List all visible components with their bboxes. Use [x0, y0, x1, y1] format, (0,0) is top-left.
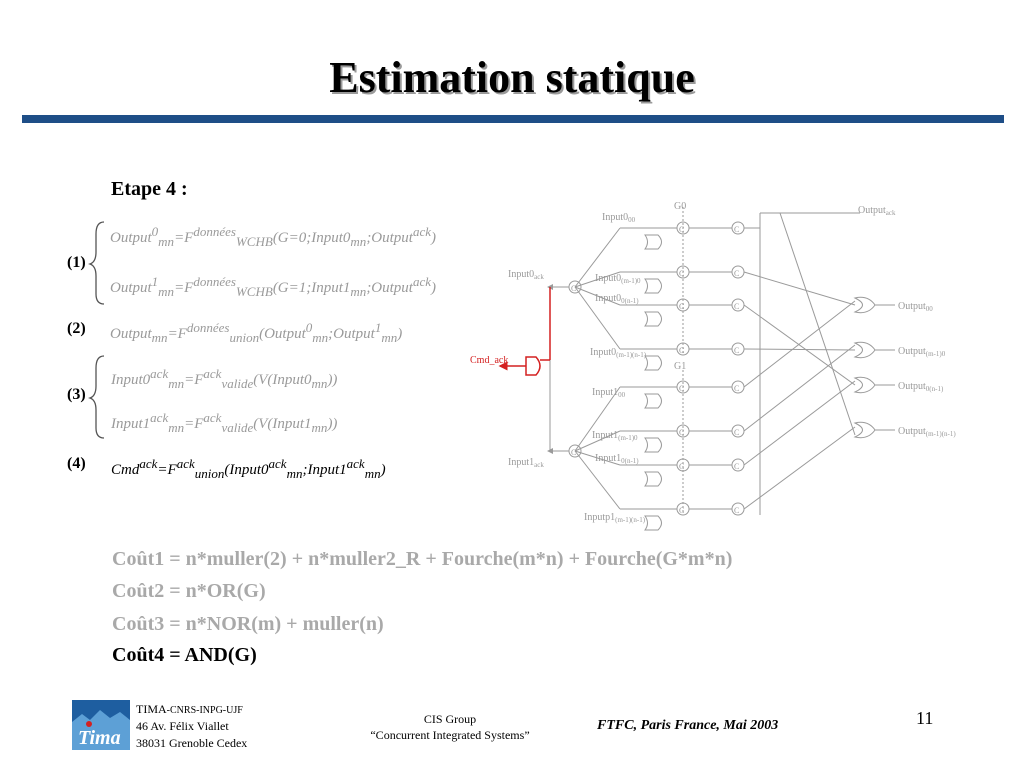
svg-text:C: C: [679, 428, 684, 437]
svg-text:C: C: [571, 284, 576, 293]
equation-label-2: (2): [67, 320, 86, 337]
svg-text:C: C: [679, 462, 684, 471]
address-line-2: 38031 Grenoble Cedex: [136, 736, 248, 750]
equation-4: Cmdack=Fackunion(Input0ackmn;Input1ackmn…: [111, 456, 386, 481]
svg-text:C: C: [734, 302, 739, 311]
circuit-diagram: G0 G1 C C C C C C C C C C C C C C C C C C Outputa…: [470, 201, 956, 531]
equation-1a: Output0mn=FdonnéesWCHB(G=0;Input0mn;Outp…: [110, 224, 437, 249]
svg-text:C: C: [571, 448, 576, 457]
cost-line-4: Coût4 = AND(G): [112, 644, 257, 666]
tima-logo: Tima: [72, 700, 130, 750]
svg-text:C: C: [679, 269, 684, 278]
svg-text:Output00: Output00: [898, 301, 933, 313]
svg-text:C: C: [679, 225, 684, 234]
svg-text:C: C: [734, 428, 739, 437]
svg-text:C: C: [734, 225, 739, 234]
equation-label-4: (4): [67, 455, 86, 472]
svg-text:Cmd_ack: Cmd_ack: [470, 355, 508, 366]
logo-text: Tima: [78, 727, 121, 749]
svg-text:Output(m-1)0: Output(m-1)0: [898, 346, 946, 358]
cost-line-3: Coût3 = n*NOR(m) + muller(n): [112, 613, 384, 635]
equation-2: Outputmn=Fdonnéesunion(Output0mn;Output1…: [110, 320, 403, 345]
svg-text:C: C: [679, 384, 684, 393]
svg-text:Outputack: Outputack: [858, 205, 896, 217]
conference-label: FTFC, Paris France, Mai 2003: [597, 718, 779, 733]
svg-text:C: C: [679, 302, 684, 311]
page-title: Estimation statique: [329, 53, 695, 102]
svg-text:Input100: Input100: [592, 387, 626, 399]
svg-text:C: C: [679, 346, 684, 355]
equation-label-3: (3): [67, 386, 86, 403]
svg-text:C: C: [734, 346, 739, 355]
svg-text:Input000: Input000: [602, 212, 636, 224]
equation-1b: Output1mn=FdonnéesWCHB(G=1;Input1mn;Outp…: [110, 274, 437, 299]
svg-text:G0: G0: [674, 201, 686, 212]
svg-text:Output0(n-1): Output0(n-1): [898, 381, 944, 393]
svg-text:Input10(n-1): Input10(n-1): [595, 453, 639, 465]
equation-label-1: (1): [67, 254, 86, 271]
equation-3b: Input1ackmn=Fackvalide(V(Input1mn)): [111, 410, 338, 435]
org-name: TIMA-CNRS-INPG-UJF: [136, 702, 243, 716]
svg-text:Input0(m-1)0: Input0(m-1)0: [595, 273, 641, 285]
svg-text:Output(m-1)(n-1): Output(m-1)(n-1): [898, 426, 956, 438]
svg-text:Input00(n-1): Input00(n-1): [595, 293, 639, 305]
svg-text:Input1(m-1)0: Input1(m-1)0: [592, 430, 638, 442]
group-full-name: “Concurrent Integrated Systems”: [370, 728, 530, 742]
svg-text:G1: G1: [674, 361, 686, 372]
svg-text:C: C: [734, 462, 739, 471]
address-line-1: 46 Av. Félix Viallet: [136, 719, 229, 733]
svg-text:C: C: [734, 506, 739, 515]
group-name: CIS Group: [423, 712, 477, 726]
svg-text:C: C: [734, 384, 739, 393]
svg-text:C: C: [679, 506, 684, 515]
svg-text:Inputp1(m-1)(n-1): Inputp1(m-1)(n-1): [584, 512, 646, 524]
svg-text:Input0ack: Input0ack: [508, 269, 544, 281]
cost-line-2: Coût2 = n*OR(G): [112, 580, 266, 602]
page-number: 11: [916, 708, 934, 728]
title-divider: [22, 115, 1004, 123]
step-heading: Etape 4 :: [111, 178, 188, 200]
svg-text:Input1ack: Input1ack: [508, 457, 544, 469]
svg-text:C: C: [734, 269, 739, 278]
equation-braces: [88, 221, 105, 439]
cost-line-1: Coût1 = n*muller(2) + n*muller2_R + Four…: [112, 548, 733, 570]
equation-3a: Input0ackmn=Fackvalide(V(Input0mn)): [111, 366, 338, 391]
